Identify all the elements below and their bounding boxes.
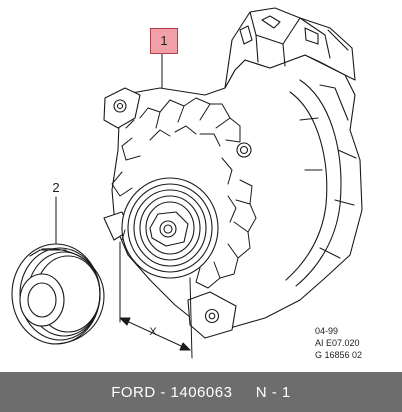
reference-codes: 04-99 AI E07.020 G 16856 02 <box>315 325 362 361</box>
alternator-exploded-diagram <box>11 7 363 359</box>
date-code: 04-99 <box>314 326 338 336</box>
separate-pulley <box>11 243 105 345</box>
ai-ref-code: AI E07.020 <box>314 338 360 348</box>
footer-text: FORD - 1406063 N - 1 <box>111 383 291 401</box>
callout-2-label: 2 <box>52 180 60 195</box>
callout-1-label: 1 <box>150 28 178 54</box>
dimension-x <box>119 241 193 359</box>
alternator <box>103 7 363 339</box>
footer-bar: FORD - 1406063 N - 1 <box>0 372 402 412</box>
g-code: G 16856 02 <box>314 350 362 360</box>
dimension-x-label: X <box>149 326 157 338</box>
